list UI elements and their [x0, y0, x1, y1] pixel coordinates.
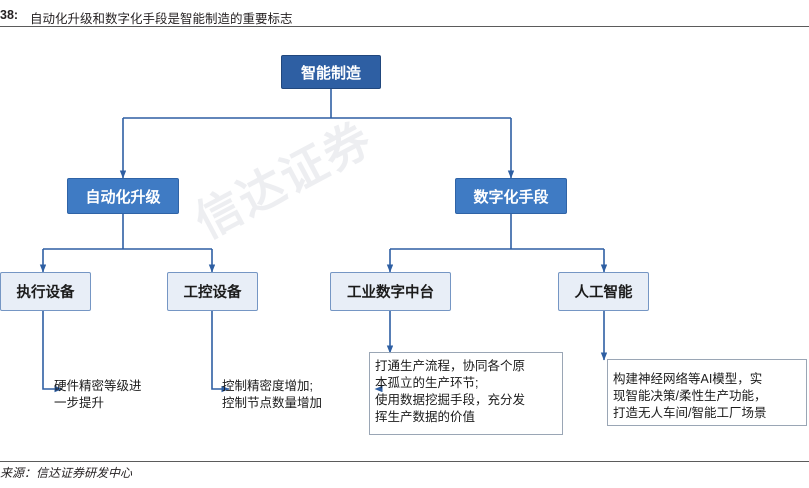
leaf-text-ai-models: 构建神经网络等AI模型，实 现智能决策/柔性生产功能， 打造无人车间/智能工厂场… — [613, 372, 767, 420]
node-industrial-digital-midplatform[interactable]: 工业数字中台 — [330, 272, 451, 311]
node-root[interactable]: 智能制造 — [281, 55, 381, 89]
node-execution-equipment[interactable]: 执行设备 — [0, 272, 91, 311]
leaf-text-control-precision: 控制精密度增加; 控制节点数量增加 — [222, 379, 323, 410]
top-divider — [0, 26, 809, 27]
bottom-divider — [0, 461, 809, 462]
node-digitalization-means[interactable]: 数字化手段 — [455, 178, 567, 214]
leaf-box-ai-models — [607, 359, 807, 426]
leaf-box-digital-midplatform — [369, 352, 563, 435]
figure-title: 自动化升级和数字化手段是智能制造的重要标志 — [30, 12, 293, 26]
leaf-text-digital-midplatform: 打通生产流程，协同各个原 本孤立的生产环节; 使用数据挖掘手段，充分发 挥生产数… — [375, 359, 526, 424]
node-artificial-intelligence[interactable]: 人工智能 — [558, 272, 649, 311]
node-automation-upgrade[interactable]: 自动化升级 — [67, 178, 179, 214]
figure-caption: 38: 自动化升级和数字化手段是智能制造的重要标志 — [0, 6, 809, 28]
figure-number: 38: — [0, 8, 19, 22]
source-note: 来源：信达证券研发中心 — [0, 466, 133, 480]
node-industrial-control-equipment[interactable]: 工控设备 — [167, 272, 258, 311]
leaf-text-hardware-precision: 硬件精密等级进 一步提升 — [54, 379, 142, 410]
